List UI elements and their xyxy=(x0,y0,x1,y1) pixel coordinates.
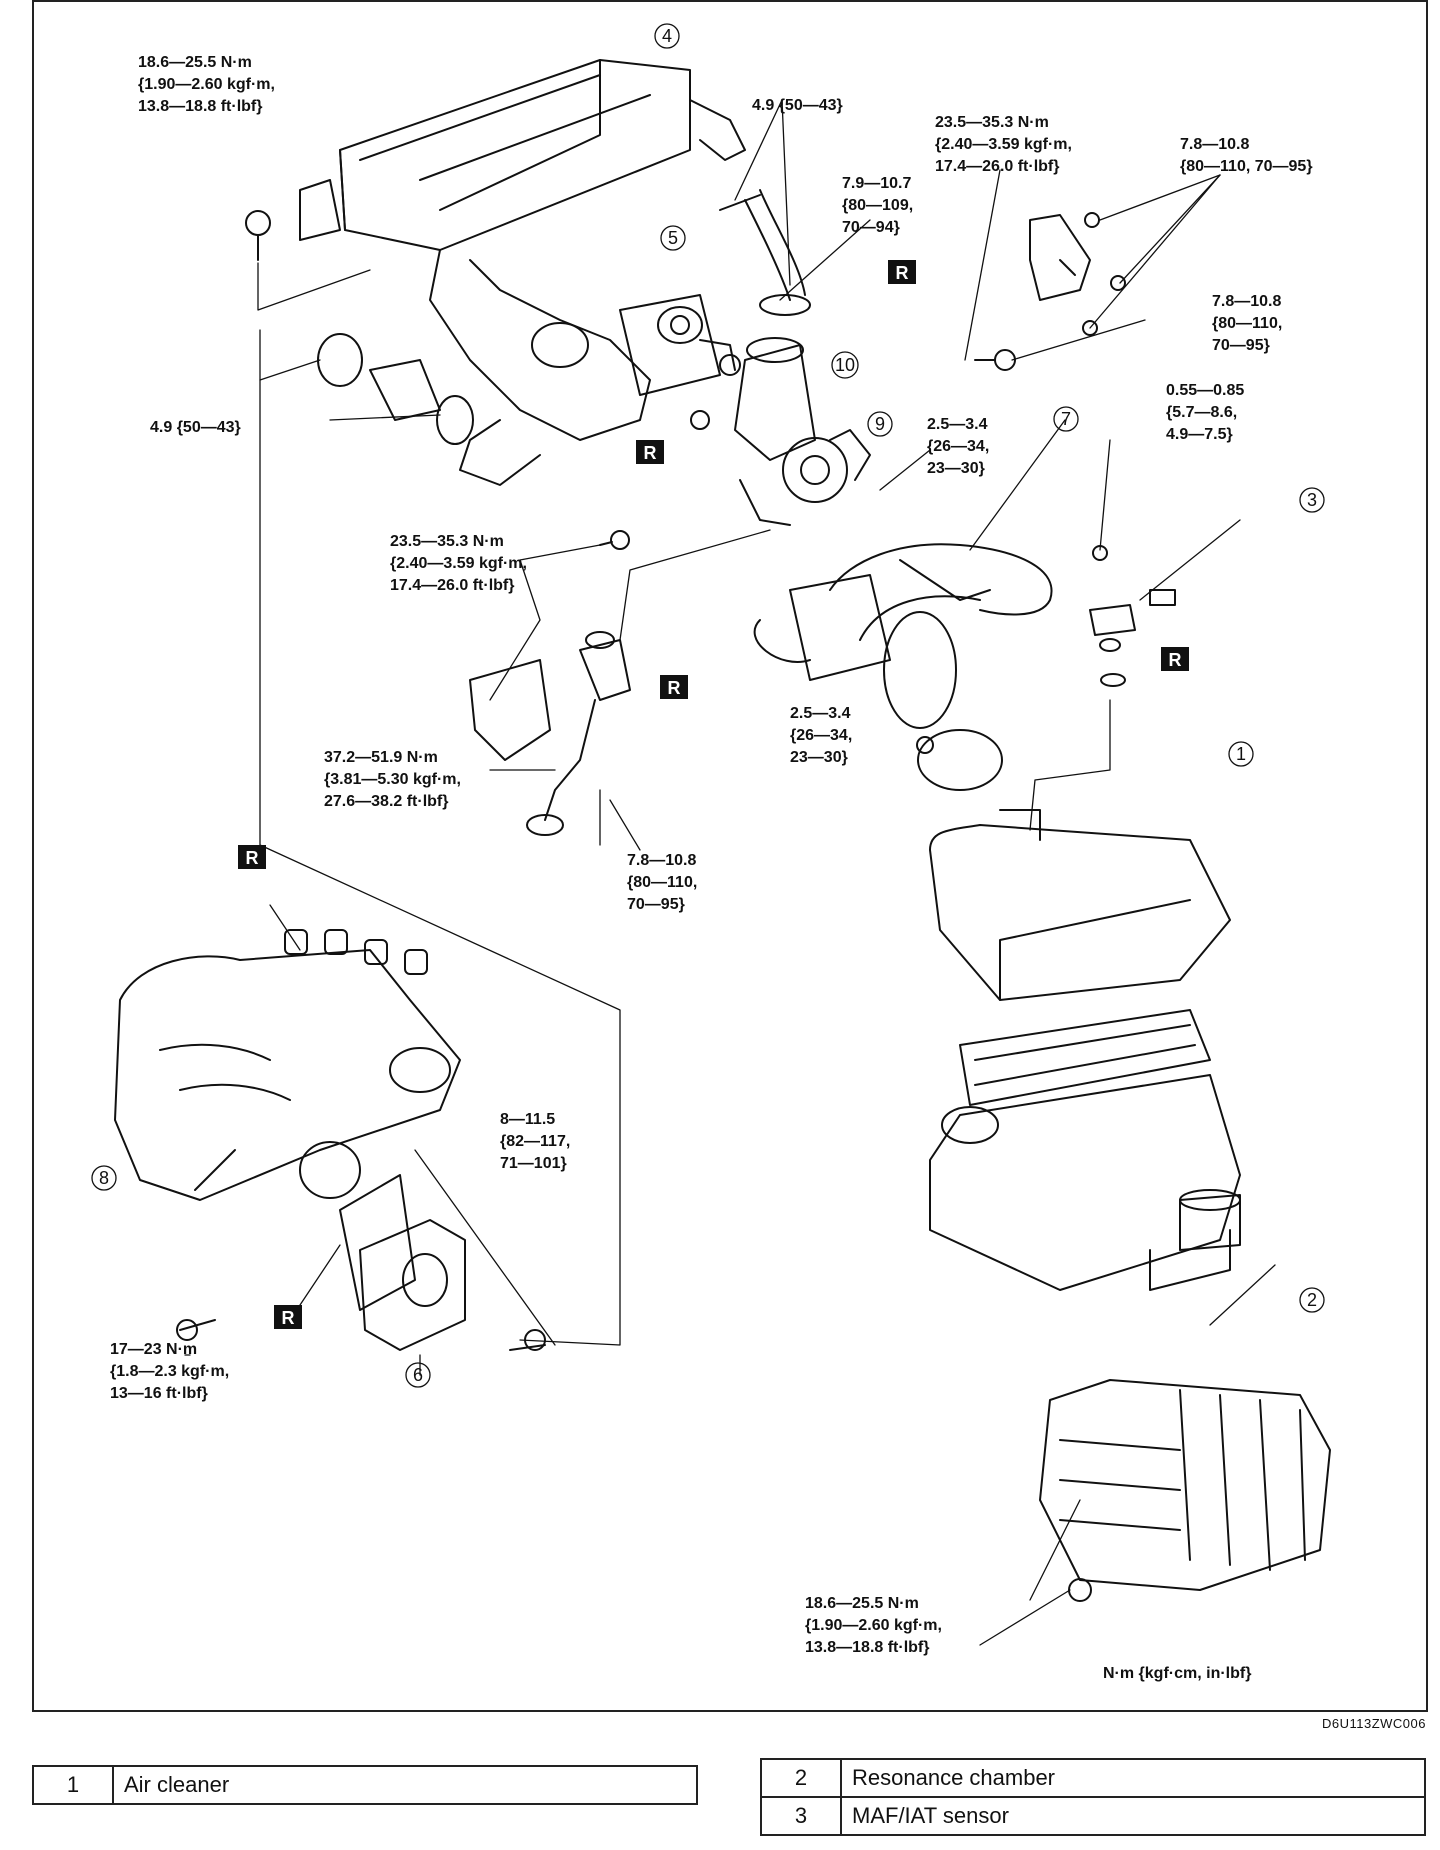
replace-mark: R xyxy=(888,260,916,284)
torque-label: 7.8—10.8 {80—110, 70—95} xyxy=(627,852,702,913)
torque-label: 7.8—10.8 {80—110, 70—95} xyxy=(1180,136,1313,175)
callout-numbers: 4 5 3 7 9 10 1 2 8 6 xyxy=(99,26,1317,1385)
replace-markers: R R R R R R xyxy=(238,260,1189,1329)
callout-circle-6 xyxy=(405,1362,431,1388)
turbocharger-drawing xyxy=(734,337,871,526)
table-row: 3 MAF/IAT sensor xyxy=(760,1796,1426,1836)
intake-pipes-drawing xyxy=(317,189,811,445)
callout-6: 6 xyxy=(413,1365,423,1385)
air-hose-drawing xyxy=(753,543,1053,791)
diagram-frame xyxy=(32,0,1428,1712)
callout-circle-8 xyxy=(91,1165,117,1191)
callout-circle-5 xyxy=(660,225,686,251)
parts-legend-right: 2 Resonance chamber 3 MAF/IAT sensor xyxy=(760,1758,1426,1836)
replace-mark: R xyxy=(660,675,688,699)
svg-text:R: R xyxy=(896,263,909,283)
part-number: 1 xyxy=(32,1765,114,1805)
callout-circle-1 xyxy=(1228,741,1254,767)
throttle-body-drawing xyxy=(619,294,736,396)
torque-labels: 18.6—25.5 N·m {1.90—2.60 kgf·m, 13.8—18.… xyxy=(110,54,1313,1682)
part-name: Resonance chamber xyxy=(840,1758,1426,1798)
torque-label: 23.5—35.3 N·m {2.40—3.59 kgf·m, 17.4—26.… xyxy=(390,533,531,594)
callout-circle-4 xyxy=(654,23,680,49)
replace-mark: R xyxy=(238,845,266,869)
torque-label: 23.5—35.3 N·m {2.40—3.59 kgf·m, 17.4—26.… xyxy=(935,114,1076,175)
leader-lines xyxy=(184,99,1276,1646)
torque-label: 4.9 {50—43} xyxy=(752,97,843,114)
intake-manifold-drawing xyxy=(114,929,461,1201)
part-number: 3 xyxy=(760,1796,842,1836)
part-name: MAF/IAT sensor xyxy=(840,1796,1426,1836)
callout-circle-10 xyxy=(831,351,859,379)
torque-label: 8—11.5 {82—117, 71—101} xyxy=(500,1111,575,1172)
torque-label: 0.55—0.85 {5.7—8.6, 4.9—7.5} xyxy=(1166,382,1249,443)
bracket-pipes-drawing xyxy=(469,631,631,836)
svg-text:R: R xyxy=(282,1308,295,1328)
replace-mark: R xyxy=(636,440,664,464)
torque-label: 2.5—3.4 {26—34, 23—30} xyxy=(927,416,994,477)
table-row: 2 Resonance chamber xyxy=(760,1758,1426,1798)
callout-1: 1 xyxy=(1236,744,1246,764)
torque-label: 37.2—51.9 N·m {3.81—5.30 kgf·m, 27.6—38.… xyxy=(324,749,465,810)
bracket-upper-right-drawing xyxy=(1029,214,1091,301)
callout-5: 5 xyxy=(668,228,678,248)
callout-3: 3 xyxy=(1307,490,1317,510)
callout-10: 10 xyxy=(835,355,855,375)
bolts-drawing xyxy=(245,210,1126,550)
svg-text:R: R xyxy=(1169,650,1182,670)
callout-circle-2 xyxy=(1299,1287,1325,1313)
callout-4: 4 xyxy=(662,26,672,46)
torque-label: 7.8—10.8 {80—110, 70—95} xyxy=(1212,293,1287,354)
callout-7: 7 xyxy=(1061,409,1071,429)
torque-label: 18.6—25.5 N·m {1.90—2.60 kgf·m, 13.8—18.… xyxy=(805,1595,946,1656)
intercooler-drawing xyxy=(299,59,746,486)
torque-label: 4.9 {50—43} xyxy=(150,419,241,436)
table-row: 1 Air cleaner xyxy=(32,1765,698,1805)
callout-2: 2 xyxy=(1307,1290,1317,1310)
egr-valve-drawing xyxy=(176,1174,546,1351)
air-cleaner-drawing xyxy=(929,809,1241,1291)
replace-mark: R xyxy=(274,1305,302,1329)
part-name: Air cleaner xyxy=(112,1765,698,1805)
torque-label: 7.9—10.7 {80—109, 70—94} xyxy=(842,175,918,236)
callout-circle-3 xyxy=(1299,487,1325,513)
unit-note: N·m {kgf·cm, in·lbf} xyxy=(1103,1665,1251,1682)
part-number: 2 xyxy=(760,1758,842,1798)
torque-label: 18.6—25.5 N·m {1.90—2.60 kgf·m, 13.8—18.… xyxy=(138,54,279,115)
torque-label: 17—23 N·m {1.8—2.3 kgf·m, 13—16 ft·lbf} xyxy=(110,1341,234,1402)
parts-legend-left: 1 Air cleaner xyxy=(32,1765,698,1805)
svg-text:R: R xyxy=(246,848,259,868)
callout-circles xyxy=(91,23,1325,1388)
callout-9: 9 xyxy=(875,414,885,434)
replace-mark: R xyxy=(1161,647,1189,671)
svg-text:R: R xyxy=(644,443,657,463)
callout-circle-7 xyxy=(1053,406,1079,432)
callout-circle-9 xyxy=(867,411,893,437)
image-reference-code: D6U113ZWC006 xyxy=(1321,1716,1426,1731)
torque-label: 2.5—3.4 {26—34, 23—30} xyxy=(790,705,857,766)
svg-text:R: R xyxy=(668,678,681,698)
callout-8: 8 xyxy=(99,1168,109,1188)
